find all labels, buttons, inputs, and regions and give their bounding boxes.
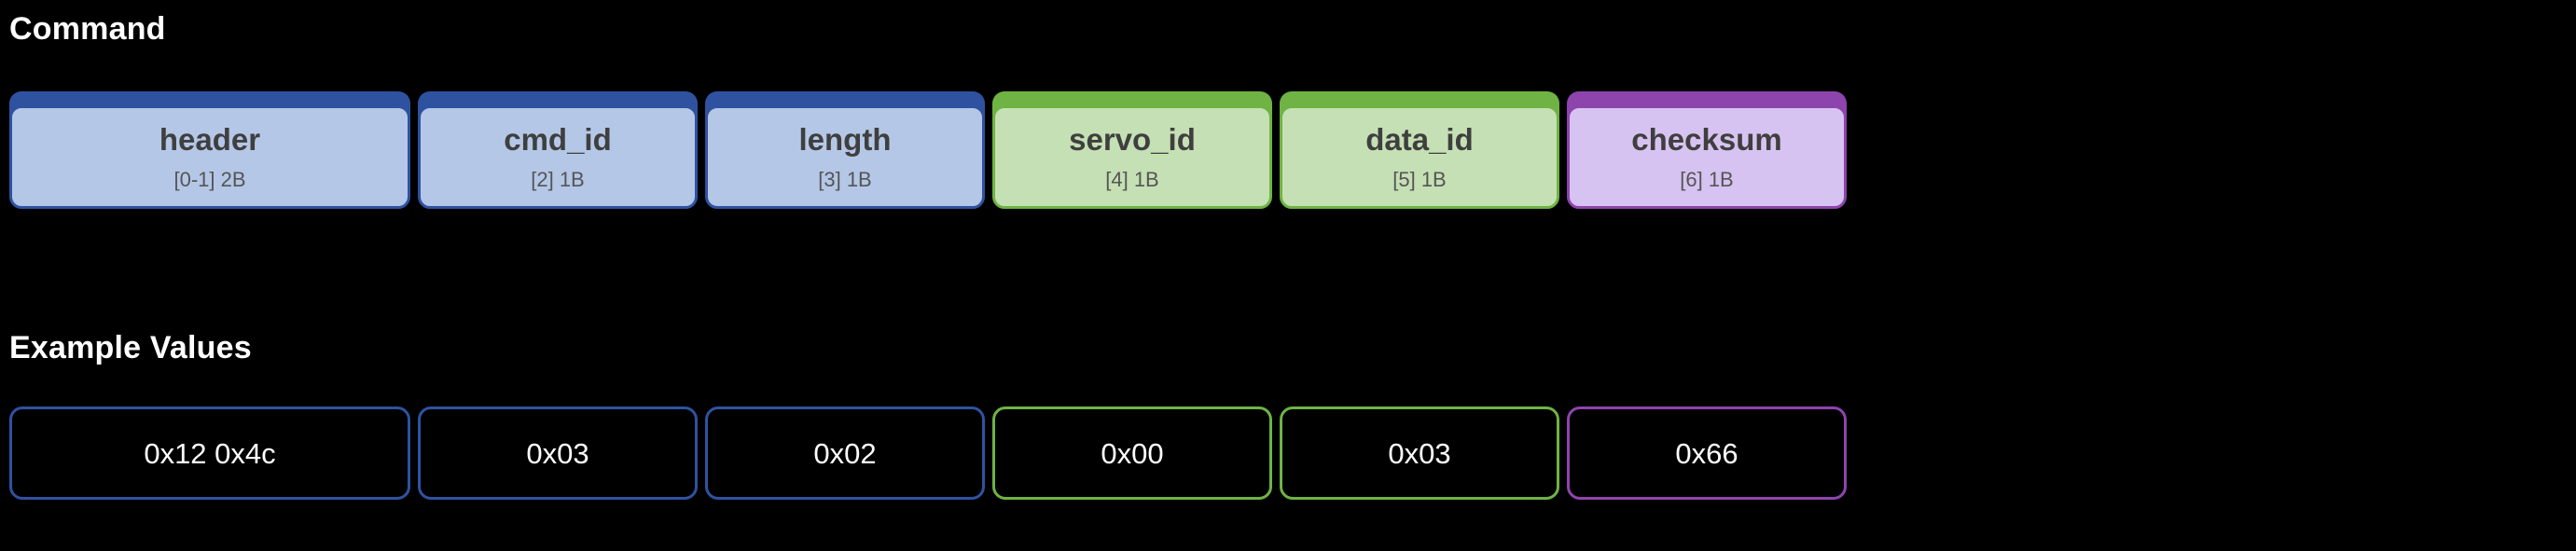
packet-field-label: checksum <box>1631 122 1782 157</box>
packet-value-text: 0x03 <box>526 436 589 470</box>
packet-field-sublabel: [2] 1B <box>531 168 585 191</box>
packet-value-length: 0x02 <box>705 406 985 500</box>
packet-field-body: header [0-1] 2B <box>9 105 410 209</box>
packet-value-text: 0x02 <box>813 436 877 470</box>
packet-field-body: cmd_id [2] 1B <box>418 105 698 209</box>
packet-field-data-id: data_id [5] 1B <box>1280 91 1559 209</box>
packet-field-sublabel: [3] 1B <box>818 168 872 191</box>
packet-value-text: 0x66 <box>1675 436 1738 470</box>
packet-field-label: cmd_id <box>504 122 612 157</box>
packet-value-checksum: 0x66 <box>1567 406 1847 500</box>
packet-field-label: header <box>159 122 261 157</box>
packet-field-header: header [0-1] 2B <box>9 91 410 209</box>
packet-field-label: data_id <box>1365 122 1474 157</box>
packet-value-text: 0x12 0x4c <box>144 436 276 470</box>
packet-field-sublabel: [0-1] 2B <box>173 168 246 191</box>
packet-field-body: servo_id [4] 1B <box>992 105 1272 209</box>
packet-value-data-id: 0x03 <box>1280 406 1559 500</box>
packet-value-header: 0x12 0x4c <box>9 406 410 500</box>
packet-field-cmd-id: cmd_id [2] 1B <box>418 91 698 209</box>
packet-field-length: length [3] 1B <box>705 91 985 209</box>
packet-field-body: checksum [6] 1B <box>1567 105 1847 209</box>
packet-value-row: 0x12 0x4c 0x03 0x02 0x00 0x03 0x66 <box>9 406 1847 500</box>
packet-field-row: header [0-1] 2B cmd_id [2] 1B length [3] 1B se… <box>9 91 1847 209</box>
packet-field-sublabel: [5] 1B <box>1392 168 1447 191</box>
packet-value-text: 0x03 <box>1388 436 1451 470</box>
packet-field-servo-id: servo_id [4] 1B <box>992 91 1272 209</box>
packet-field-body: length [3] 1B <box>705 105 985 209</box>
example-values-section-title: Example Values <box>9 330 252 365</box>
packet-value-cmd-id: 0x03 <box>418 406 698 500</box>
packet-field-sublabel: [4] 1B <box>1105 168 1159 191</box>
packet-field-sublabel: [6] 1B <box>1680 168 1734 191</box>
command-section-title: Command <box>9 11 166 47</box>
packet-field-label: length <box>798 122 892 157</box>
packet-value-text: 0x00 <box>1101 436 1164 470</box>
packet-value-servo-id: 0x00 <box>992 406 1272 500</box>
packet-field-checksum: checksum [6] 1B <box>1567 91 1847 209</box>
packet-field-label: servo_id <box>1069 122 1196 157</box>
packet-field-body: data_id [5] 1B <box>1280 105 1559 209</box>
